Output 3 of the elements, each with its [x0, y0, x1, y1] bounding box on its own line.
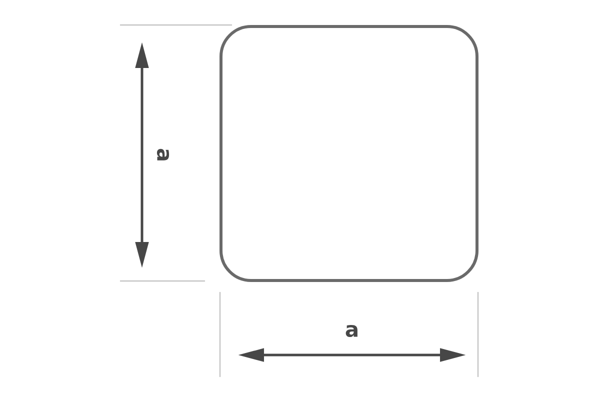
- rounded-square: [220, 25, 478, 282]
- dimension-label: a: [346, 324, 358, 338]
- dimension-label: a: [156, 148, 170, 160]
